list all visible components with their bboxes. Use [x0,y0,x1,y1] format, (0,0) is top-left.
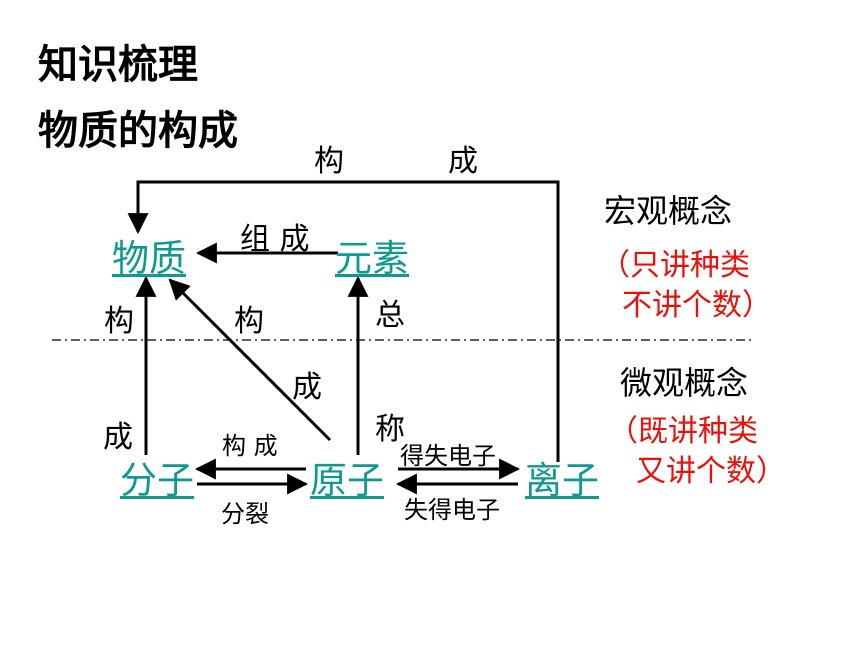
macro-concept-note-line1: （只讲种类 [600,248,750,283]
label-diag-cheng: 成 [292,370,322,405]
label-zong: 总 [375,298,405,333]
label-top-cheng: 成 [448,144,478,179]
node-molecule[interactable]: 分子 [120,459,194,502]
node-substance[interactable]: 物质 [112,237,186,280]
micro-concept-note-line2: 又讲个数） [636,454,786,489]
label-loss-gain-electrons: 失得电子 [404,496,500,524]
label-bottom-goucheng: 构 成 [222,432,278,460]
title-matter-composition: 物质的构成 [38,108,238,154]
macro-concept-title: 宏观概念 [604,192,733,230]
node-atom[interactable]: 原子 [310,459,384,502]
label-diag-gou: 构 [234,304,264,339]
label-left-cheng: 成 [103,420,133,455]
label-fenlie: 分裂 [221,500,269,528]
node-element[interactable]: 元素 [335,237,409,280]
arrow-atom-to-substance [168,278,332,442]
node-ion[interactable]: 离子 [525,459,599,502]
title-knowledge-review: 知识梳理 [38,42,198,88]
label-cheng-ding: 称 [375,412,405,447]
arrow-ion-to-substance [127,180,560,462]
micro-concept-title: 微观概念 [620,364,749,402]
micro-concept-note-line1: （既讲种类 [608,414,758,449]
label-left-gou: 构 [104,304,134,339]
macro-concept-note-line2: 不讲个数） [622,288,772,323]
label-gain-loss-electrons: 得失电子 [400,442,496,470]
label-top-gou: 构 [314,144,344,179]
label-zucheng: 组 成 [240,222,310,257]
